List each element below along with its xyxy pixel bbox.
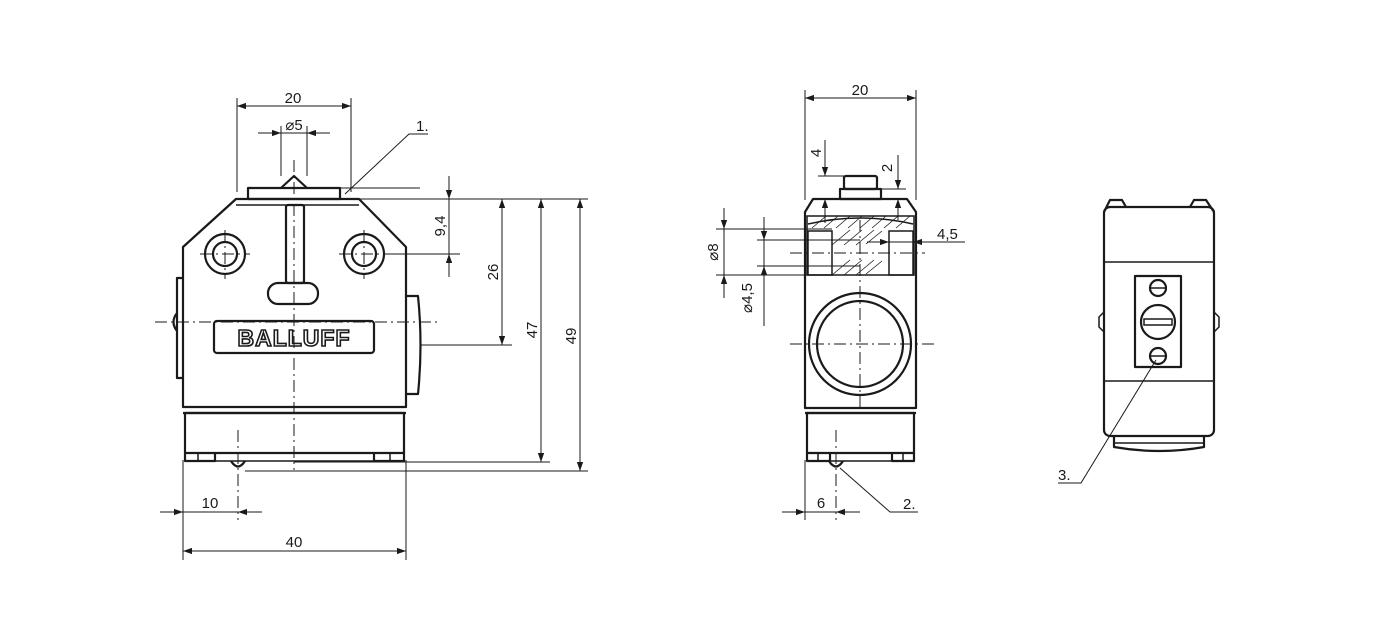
dim-10: 10 bbox=[202, 495, 219, 512]
dim-4-5-right: 4,5 bbox=[937, 226, 958, 243]
callout-1: 1. bbox=[416, 118, 429, 135]
callout-3: 3. bbox=[1058, 467, 1071, 484]
back-view: 3. bbox=[1058, 198, 1220, 484]
dim-side-top-width: 20 bbox=[852, 82, 869, 99]
dim-front-top-width: 20 bbox=[285, 90, 302, 107]
dim-49: 49 bbox=[563, 328, 580, 345]
side-view: 20 4 2 ⌀8 ⌀4,5 4,5 6 bbox=[705, 82, 965, 520]
dim-9-4: 9,4 bbox=[432, 216, 449, 237]
front-view: BALLUFF 20 ⌀5 1. bbox=[155, 90, 588, 560]
dim-6: 6 bbox=[817, 495, 825, 512]
dim-hole-4-5: ⌀4,5 bbox=[739, 283, 756, 313]
dim-26: 26 bbox=[485, 264, 502, 281]
dim-2: 2 bbox=[879, 164, 896, 172]
dim-4: 4 bbox=[808, 149, 825, 157]
callout-2: 2. bbox=[903, 496, 916, 513]
dim-hole-8: ⌀8 bbox=[705, 243, 722, 260]
dim-47: 47 bbox=[524, 322, 541, 339]
dim-40: 40 bbox=[286, 534, 303, 551]
dim-plunger-diameter: ⌀5 bbox=[285, 117, 302, 134]
